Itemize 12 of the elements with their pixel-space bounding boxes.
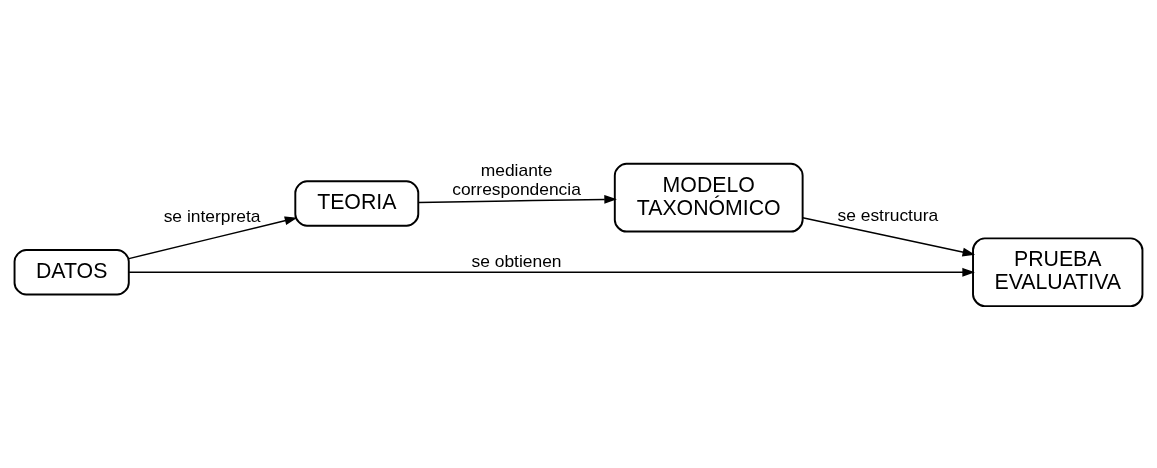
node-box: TEORIA	[294, 180, 420, 227]
arrow	[128, 216, 298, 260]
edge-label: se obtienen	[471, 250, 562, 271]
arrow	[417, 195, 617, 204]
node-box: MODELO TAXONÓMICO	[613, 162, 804, 233]
edge-label: mediante correspondencia	[452, 159, 581, 200]
node-box: PRUEBA EVALUATIVA	[972, 237, 1144, 308]
node-box: DATOS	[13, 249, 130, 296]
arrow	[801, 216, 976, 257]
edge-label: se interpreta	[163, 206, 261, 227]
edge-label: se estructura	[837, 205, 939, 226]
arrow	[128, 267, 975, 277]
